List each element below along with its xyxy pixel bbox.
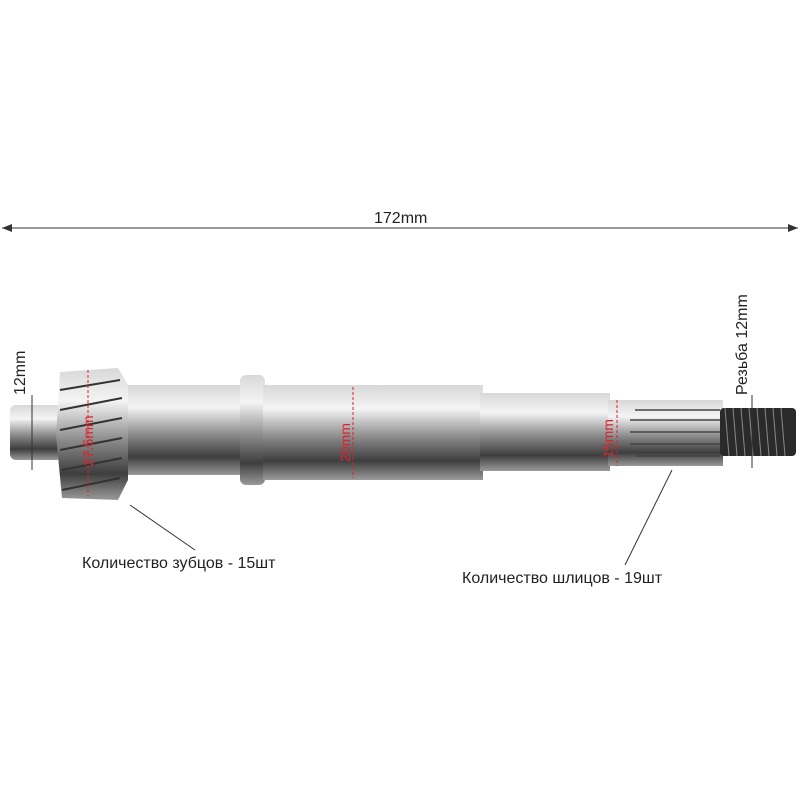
spline-diameter-label: 15mm [600,419,616,458]
pin-diameter-label: 12mm [12,350,29,395]
spline-grooves [630,409,720,457]
shaft-body [120,385,250,475]
shaft-collar [240,375,265,485]
gear-diameter-label: 27.5mm [80,415,96,466]
shaft-splines [608,400,723,466]
splines-leader-line [624,469,673,566]
shaft-main [263,385,483,480]
length-dimension-line [2,224,798,232]
shaft-pin [10,405,62,460]
gear-teeth [59,379,123,491]
splines-count-callout: Количество шлицов - 19шт [462,570,663,587]
teeth-leader-line [129,504,196,551]
teeth-count-callout: Количество зубцов - 15шт [82,555,276,572]
shaft-diameter-label: 20mm [337,423,353,462]
shaft-step [480,393,610,471]
thread-label: Резьба 12mm [734,294,751,395]
total-length-label: 172mm [374,210,428,227]
shaft-thread [720,408,796,456]
